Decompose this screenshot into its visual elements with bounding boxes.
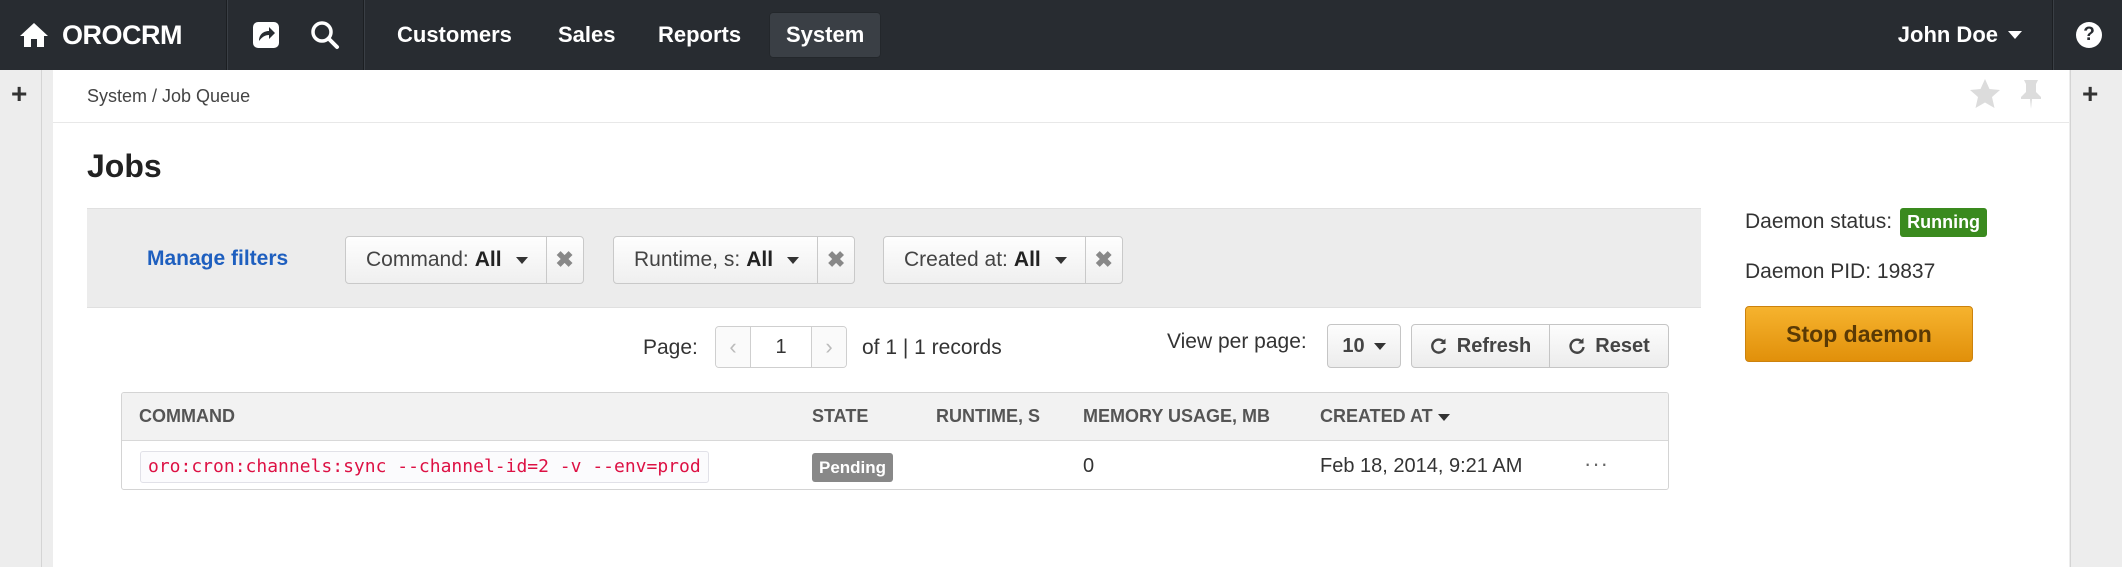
search-icon[interactable]: [309, 19, 341, 51]
chevron-right-icon[interactable]: ›: [812, 327, 846, 367]
brand-home-link[interactable]: OROCRM: [18, 0, 183, 70]
filter-created-at[interactable]: Created at: All ✖: [883, 236, 1123, 284]
user-name: John Doe: [1897, 22, 1998, 47]
per-page-value: 10: [1342, 334, 1365, 357]
plus-icon[interactable]: +: [2082, 78, 2099, 109]
chevron-down-icon: [2008, 31, 2022, 39]
top-navbar: OROCRM Customers Sales Reports System Jo…: [0, 0, 2122, 70]
filter-runtime[interactable]: Runtime, s: All ✖: [613, 236, 856, 284]
column-memory-usage[interactable]: MEMORY USAGE, MB: [1083, 406, 1271, 426]
reset-icon: [1569, 338, 1585, 354]
filter-command[interactable]: Command: All ✖: [345, 236, 584, 284]
left-sidebar: +: [0, 70, 42, 567]
manage-filters-link[interactable]: Manage filters: [147, 247, 289, 270]
page-label: Page:: [643, 336, 698, 359]
filter-label: Command:: [366, 248, 469, 271]
column-command[interactable]: COMMAND: [139, 406, 235, 426]
nav-sales[interactable]: Sales: [541, 12, 633, 58]
status-badge: Pending: [812, 453, 894, 482]
filter-label: Runtime, s:: [634, 248, 741, 271]
chevron-down-icon: [1373, 342, 1386, 350]
chevron-down-icon: [515, 256, 528, 264]
close-icon[interactable]: ✖: [555, 247, 574, 272]
help-icon[interactable]: ?: [2076, 22, 2102, 48]
filter-value: All: [1013, 248, 1041, 271]
home-icon: [20, 23, 48, 47]
refresh-label: Refresh: [1456, 334, 1532, 357]
right-sidebar: +: [2070, 70, 2112, 567]
row-actions-icon[interactable]: ···: [1584, 451, 1609, 476]
memory-cell: 0: [1083, 455, 1095, 477]
reset-button[interactable]: Reset: [1549, 324, 1669, 368]
page-title: Jobs: [87, 148, 162, 184]
filter-command-button[interactable]: Command: All: [346, 237, 547, 283]
filter-value: All: [746, 248, 774, 271]
daemon-status-label: Daemon status:: [1745, 210, 1893, 234]
nav-divider: [226, 0, 227, 70]
filter-value: All: [474, 248, 502, 271]
filter-label: Created at:: [904, 248, 1008, 271]
column-created-at[interactable]: CREATED AT: [1320, 406, 1450, 427]
close-icon[interactable]: ✖: [1094, 247, 1113, 272]
reset-label: Reset: [1595, 334, 1650, 357]
nav-reports-label: Reports: [658, 22, 742, 47]
nav-customers[interactable]: Customers: [380, 12, 529, 58]
chevron-down-icon: [787, 256, 800, 264]
table-header: COMMAND STATE RUNTIME, S MEMORY USAGE, M…: [122, 393, 1668, 441]
filter-runtime-button[interactable]: Runtime, s: All: [614, 237, 819, 283]
column-state[interactable]: STATE: [812, 406, 869, 426]
nav-divider: [363, 0, 364, 70]
plus-icon[interactable]: +: [11, 78, 28, 109]
chevron-down-icon: [1054, 256, 1067, 264]
pin-icon[interactable]: [2013, 76, 2049, 112]
sort-desc-icon: [1437, 413, 1450, 421]
filter-created-at-button[interactable]: Created at: All: [884, 237, 1086, 283]
page-input[interactable]: 1: [750, 327, 812, 367]
stop-daemon-button[interactable]: Stop daemon: [1745, 306, 1973, 362]
nav-sales-label: Sales: [558, 22, 616, 47]
main-content: System / Job Queue Jobs Manage filters C…: [53, 70, 2069, 567]
nav-reports[interactable]: Reports: [641, 12, 758, 58]
refresh-icon: [1430, 338, 1446, 354]
user-menu[interactable]: John Doe: [1898, 0, 2022, 70]
nav-system-label: System: [786, 22, 865, 47]
breadcrumb: System / Job Queue: [87, 86, 251, 106]
star-icon[interactable]: [1967, 76, 2003, 112]
command-cell: oro:cron:channels:sync --channel-id=2 -v…: [140, 451, 709, 483]
chevron-left-icon[interactable]: ‹: [716, 327, 750, 367]
share-icon[interactable]: [250, 19, 282, 51]
nav-divider: [2052, 0, 2053, 70]
filter-bar: Manage filters Command: All ✖ Runtime, s…: [87, 208, 1701, 308]
status-badge: Running: [1900, 208, 1988, 237]
page-navigator: ‹ 1 ›: [715, 326, 847, 368]
nav-system[interactable]: System: [769, 12, 882, 58]
records-count: of 1 | 1 records: [862, 336, 1002, 359]
brand-name: OROCRM: [62, 19, 183, 50]
per-page-label: View per page:: [1167, 330, 1307, 353]
column-created-at-label: CREATED AT: [1320, 406, 1433, 426]
daemon-pid: Daemon PID: 19837: [1745, 260, 1936, 283]
created-at-cell: Feb 18, 2014, 9:21 AM: [1320, 455, 1523, 477]
daemon-status: Daemon status: Running: [1745, 208, 1988, 237]
header-divider: [53, 122, 2069, 123]
per-page-select[interactable]: 10: [1327, 324, 1401, 368]
nav-customers-label: Customers: [397, 22, 512, 47]
refresh-button[interactable]: Refresh: [1411, 324, 1550, 368]
close-icon[interactable]: ✖: [826, 247, 846, 272]
jobs-table: COMMAND STATE RUNTIME, S MEMORY USAGE, M…: [121, 392, 1669, 490]
column-runtime[interactable]: RUNTIME, S: [936, 406, 1041, 426]
